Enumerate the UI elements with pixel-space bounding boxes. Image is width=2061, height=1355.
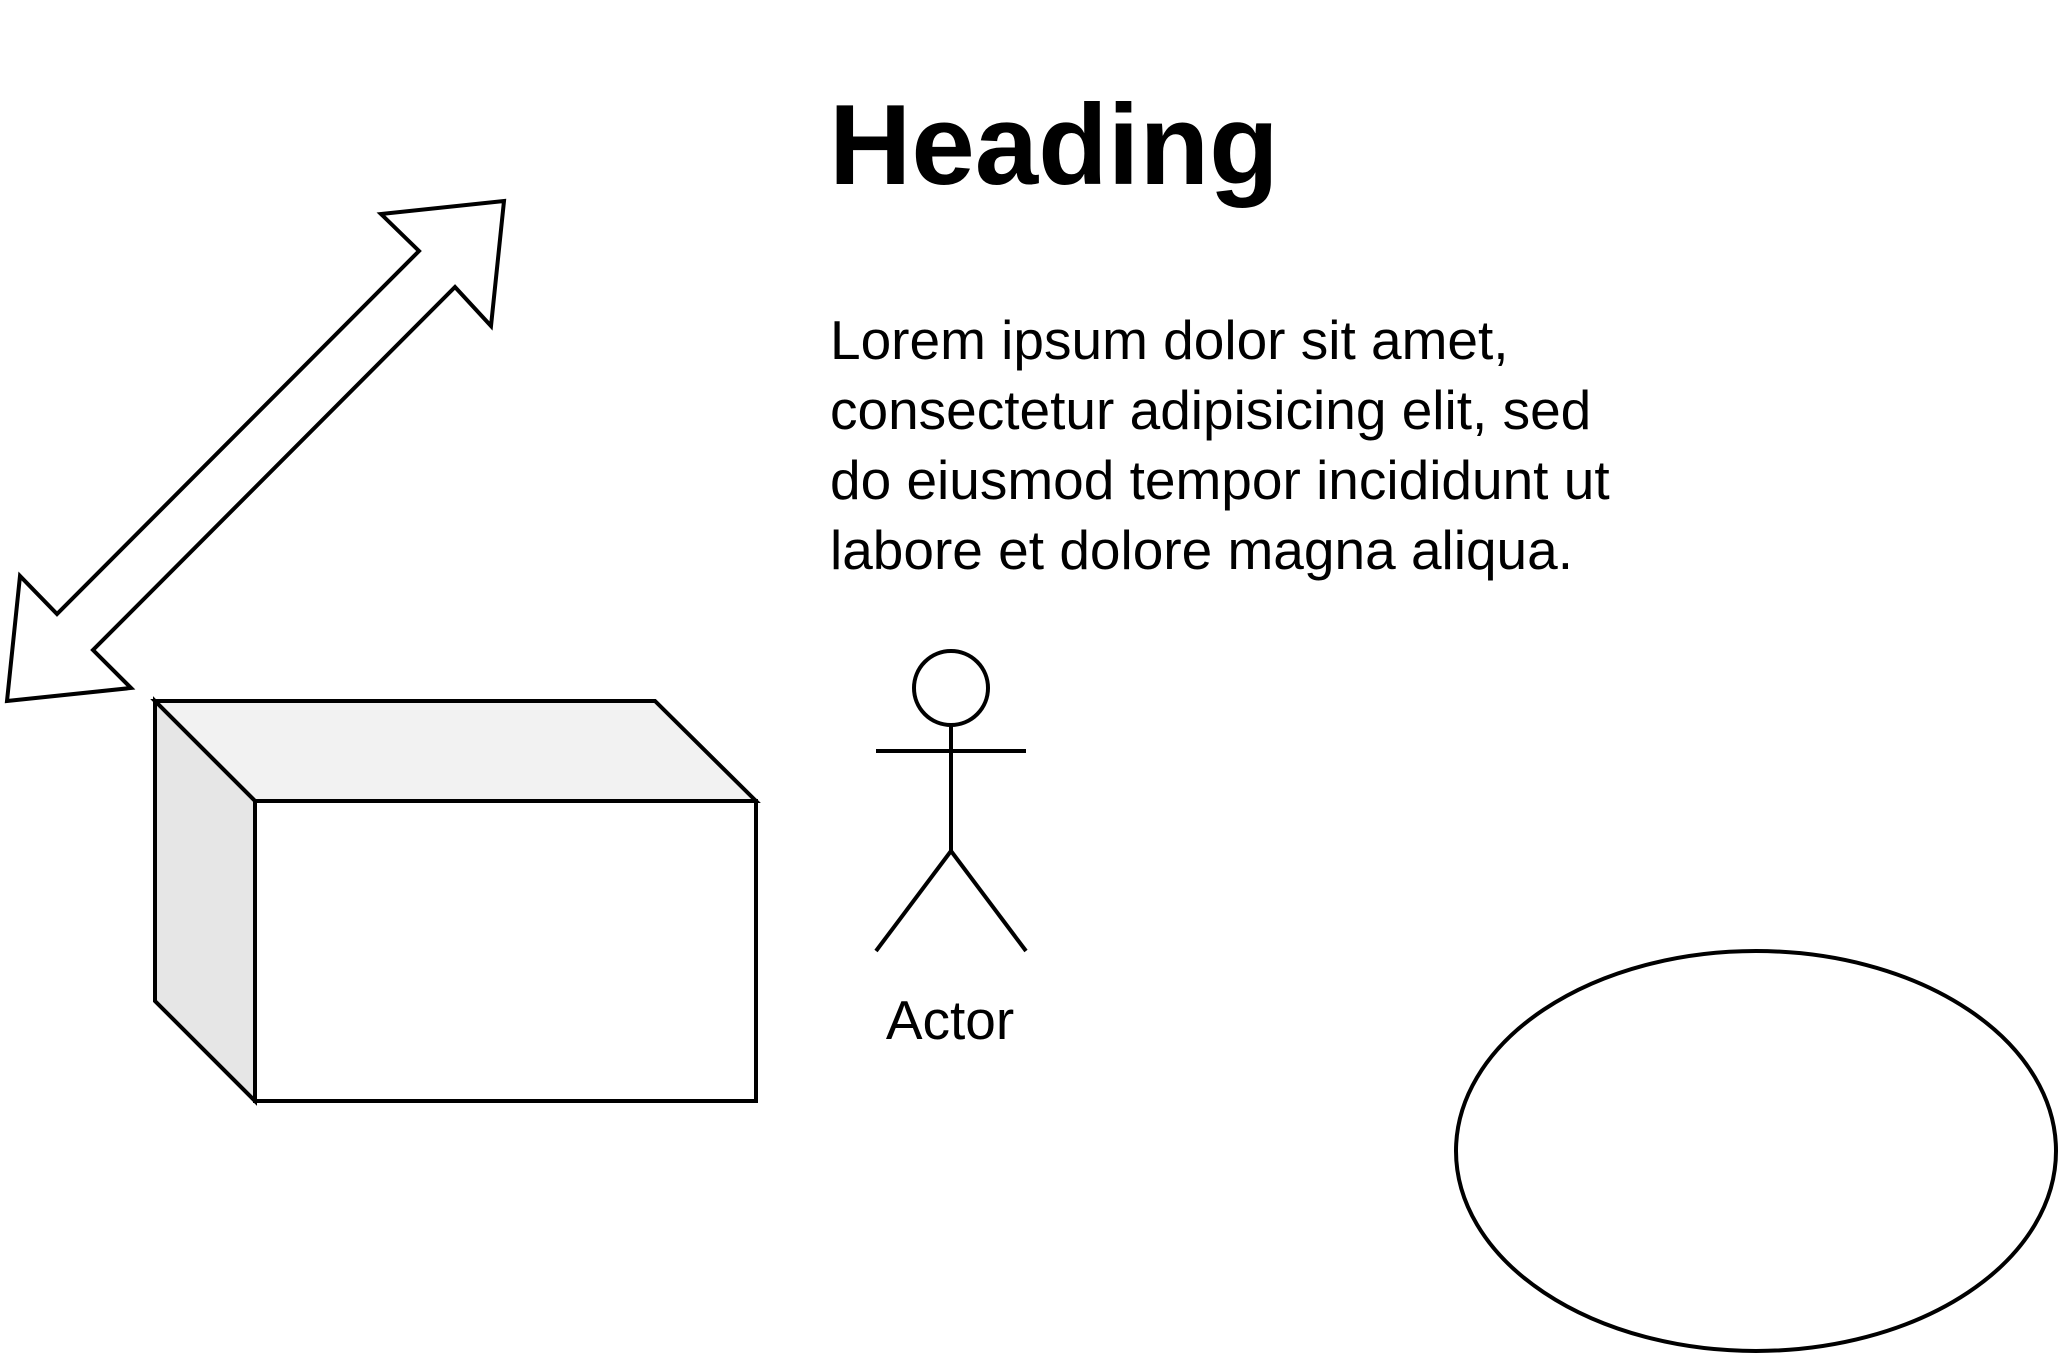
- actor-left-leg: [874, 849, 953, 953]
- paragraph-line-2: consectetur adipisicing elit, sed: [830, 379, 1592, 441]
- paragraph-line-3: do eiusmod tempor incididunt ut: [830, 449, 1610, 511]
- cube-front-face: [253, 799, 758, 1103]
- actor-label: Actor: [885, 989, 1015, 1051]
- heading[interactable]: Heading: [829, 82, 1279, 209]
- paragraph-text[interactable]: Lorem ipsum dolor sit amet, consectetur …: [830, 305, 1730, 585]
- cube-top-face: [150, 699, 761, 803]
- cube[interactable]: [150, 696, 761, 1106]
- actor-head: [912, 649, 990, 727]
- ellipse[interactable]: [1454, 949, 2058, 1353]
- paragraph-line-1: Lorem ipsum dolor sit amet,: [830, 309, 1509, 371]
- double-arrow[interactable]: [4, 198, 507, 704]
- paragraph-line-4: labore et dolore magna aliqua.: [830, 519, 1574, 581]
- actor-figure[interactable]: [874, 649, 1028, 953]
- actor-right-leg: [949, 849, 1028, 953]
